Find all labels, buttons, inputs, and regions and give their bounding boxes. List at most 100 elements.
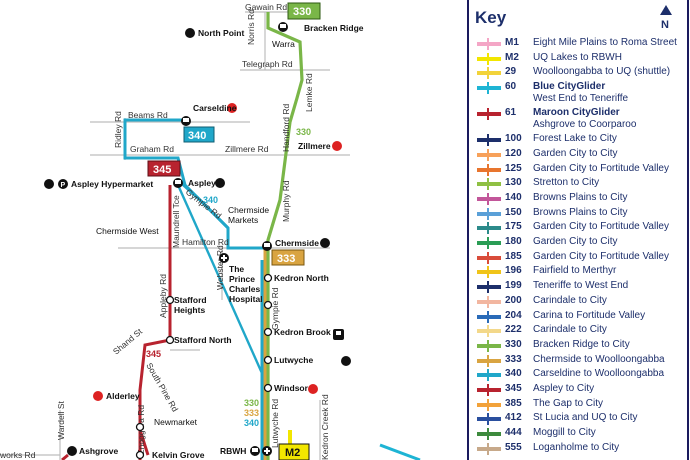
route-color-swatch [477,178,501,191]
route-340-label: 340 [203,195,218,205]
route-340-box[interactable]: 340 [183,126,215,143]
train-icon[interactable] [308,384,318,394]
place-label: Stafford North [174,335,232,345]
route-swatch-tick [487,108,489,121]
bus-stop-icon[interactable] [181,116,191,126]
train-icon[interactable] [332,141,342,151]
route-swatch-tick [487,266,489,279]
north-label: N [661,19,669,31]
road-label: Kedron Creek Rd [320,394,330,460]
route-330-line[interactable] [266,12,304,460]
stop-icon[interactable] [165,295,175,305]
route-number: 330 [505,338,522,350]
route-description: Teneriffe to West End [533,280,629,292]
road-label: Hamilton Rd [182,237,229,247]
train-icon[interactable] [227,103,237,113]
place-label: Hospital [229,294,263,304]
route-345-kelvin[interactable] [138,429,150,456]
route-345-box[interactable]: 345 [147,160,181,177]
route-color-swatch [477,82,501,95]
route-m2-box[interactable]: M2 [278,443,310,460]
route-swatch-tick [487,281,489,294]
train-icon[interactable] [93,391,103,401]
bus-stop-icon[interactable] [262,241,272,251]
key-entry[interactable]: 199 Teneriffe to West End [469,279,687,294]
stop-icon[interactable] [263,327,273,337]
road-label: Zillmere Rd [225,144,269,154]
route-345-line[interactable] [138,185,172,460]
stop-icon[interactable] [135,422,145,432]
route-swatch-tick [487,413,489,426]
stop-icon[interactable] [263,273,273,283]
route-color-swatch [477,52,501,65]
route-description: Browns Plains to City [533,206,628,218]
stop-icon[interactable] [263,300,273,310]
route-60-line[interactable] [379,443,421,460]
bus-stop-icon[interactable] [278,22,288,32]
route-color-swatch [477,281,501,294]
route-description: Garden City to Fortitude Valley [533,221,669,233]
road-label: Maundrell Tce [171,195,181,248]
route-color-swatch [477,38,501,50]
bus-stop-icon[interactable] [333,329,344,340]
route-340-line[interactable] [123,118,268,250]
route-340-aspley[interactable] [176,178,230,230]
route-description: Garden City to Fortitude Valley [533,250,669,262]
place-label: Ashgrove [79,446,118,456]
route-330-label: 330 [244,398,259,408]
stop-icon[interactable] [263,383,273,393]
route-color-swatch [477,148,501,161]
stop-icon[interactable] [135,450,145,460]
stop-icon[interactable] [263,355,273,365]
route-number: 130 [505,177,522,189]
shopping-cart-icon [320,238,330,248]
route-333-box[interactable]: 333 [271,249,305,266]
place-label: Chermside [228,205,269,215]
route-color-swatch [477,266,501,279]
route-description: Aspley to City [533,383,595,394]
bus-stop-icon[interactable] [173,178,183,188]
route-number: 412 [505,412,522,424]
road-label: Gympie Rd [270,287,280,330]
route-61-line[interactable] [61,453,69,460]
route-number: 199 [505,280,522,292]
place-label: Aspley [188,178,216,188]
route-number: 555 [505,441,522,453]
route-swatch-tick [487,442,489,455]
route-number: 340 [505,368,522,380]
route-340-gympie[interactable] [176,184,267,381]
stop-icon[interactable] [165,335,175,345]
route-number: 100 [505,133,522,145]
route-330-box[interactable]: 330 [287,2,321,20]
key-title: Key [475,8,507,27]
bus-stop-icon[interactable] [250,446,260,456]
route-description: Carindale to City [533,324,607,336]
